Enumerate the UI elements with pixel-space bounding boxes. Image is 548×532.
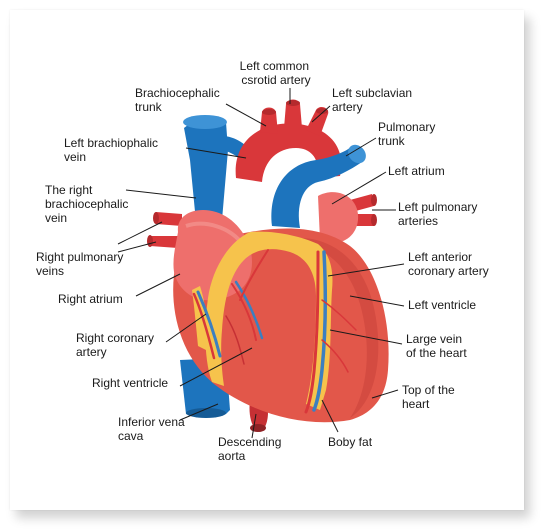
label-right-brachiocephalic-vein: The right brachiocephalic vein bbox=[45, 183, 132, 225]
superior-vena-cava bbox=[183, 115, 228, 222]
label-left-anterior-coronary-artery: Left anterior coronary artery bbox=[408, 250, 489, 278]
label-left-ventricle: Left ventricle bbox=[408, 298, 476, 312]
label-left-subclavian-artery: Left subclavian artery bbox=[332, 86, 415, 114]
left-subclavian-artery bbox=[306, 107, 329, 136]
left-atrium bbox=[318, 192, 359, 244]
label-right-atrium: Right atrium bbox=[58, 292, 123, 306]
label-left-atrium: Left atrium bbox=[388, 164, 445, 178]
label-left-pulmonary-arteries: Left pulmonary arteries bbox=[398, 200, 481, 228]
pulmonary-trunk bbox=[271, 144, 366, 228]
label-right-ventricle: Right ventricle bbox=[92, 376, 168, 390]
label-large-vein: Large vein of the heart bbox=[406, 332, 467, 360]
aortic-arch bbox=[235, 123, 342, 182]
label-brachiocephalic-trunk: Brachiocephalic trunk bbox=[135, 86, 223, 114]
label-left-common-carotid: Left common csrotid artery bbox=[240, 59, 313, 87]
label-inferior-vena-cava: Inferior vena cava bbox=[118, 415, 188, 443]
coronary-vessels bbox=[192, 249, 357, 414]
label-body-fat: Boby fat bbox=[328, 435, 373, 449]
labels: Left common csrotid artery Brachiocephal… bbox=[36, 59, 489, 463]
right-pulmonary-veins bbox=[147, 212, 182, 248]
label-right-pulmonary-veins: Right pulmonary veins bbox=[36, 250, 127, 278]
label-descending-aorta: Descending aorta bbox=[218, 435, 285, 463]
left-common-carotid-artery bbox=[284, 99, 302, 128]
brachiocephalic-trunk bbox=[260, 107, 278, 134]
label-right-coronary-artery: Right coronary artery bbox=[76, 331, 157, 359]
label-left-brachiophalic-vein: Left brachiophalic vein bbox=[64, 136, 161, 164]
label-pulmonary-trunk: Pulmonary trunk bbox=[378, 120, 439, 148]
leader-lines bbox=[117, 88, 405, 439]
label-top-of-heart: Top of the heart bbox=[402, 383, 458, 411]
